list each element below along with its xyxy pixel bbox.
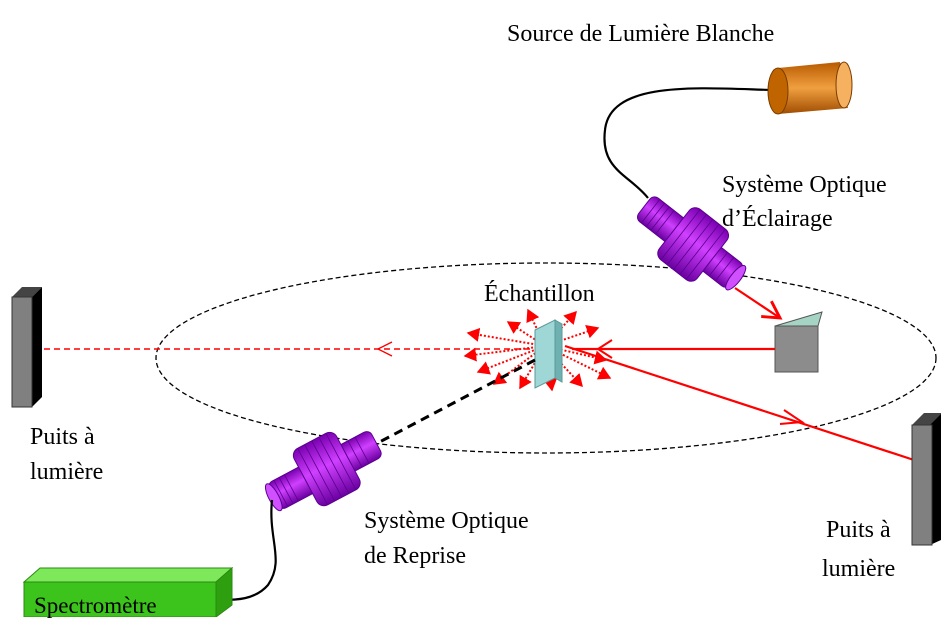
spectrometer-label: Spectromètre [34, 593, 157, 618]
goniometer-circle [155, 262, 937, 454]
collection-fiber-cable [221, 499, 277, 602]
illumination-optics-lens-tube-icon [636, 196, 747, 291]
left-light-trap-label-line2: lumière [30, 459, 104, 485]
source-fiber-cable [603, 87, 773, 199]
right-beam-dump-icon [911, 413, 941, 546]
left-light-trap-label-line1: Puits à [30, 424, 95, 450]
specular-reflected-beam [564, 344, 915, 462]
incident-beam-to-prism [734, 287, 783, 320]
prism-icon [774, 311, 823, 373]
sample-slab [534, 319, 563, 389]
illumination-optics-label-line2: d’Éclairage [722, 206, 833, 232]
collection-optics-label-line1: Système Optique [364, 508, 529, 534]
cylinder-lamp-icon [767, 61, 853, 115]
sample-label: Échantillon [484, 281, 595, 307]
collected-scattered-beam [371, 358, 536, 448]
collection-optics-lens-tube-icon [264, 431, 382, 512]
collection-optics-label-line2: de Reprise [364, 543, 466, 569]
white-light-source-label: Source de Lumière Blanche [507, 21, 775, 47]
right-light-trap-label-line1: Puits à [826, 517, 891, 543]
left-beam-dump-icon [11, 287, 42, 408]
right-light-trap-label-line2: lumière [822, 556, 896, 582]
spectrometer-box-icon [22, 566, 234, 617]
illumination-optics-label-line1: Système Optique [722, 172, 887, 198]
